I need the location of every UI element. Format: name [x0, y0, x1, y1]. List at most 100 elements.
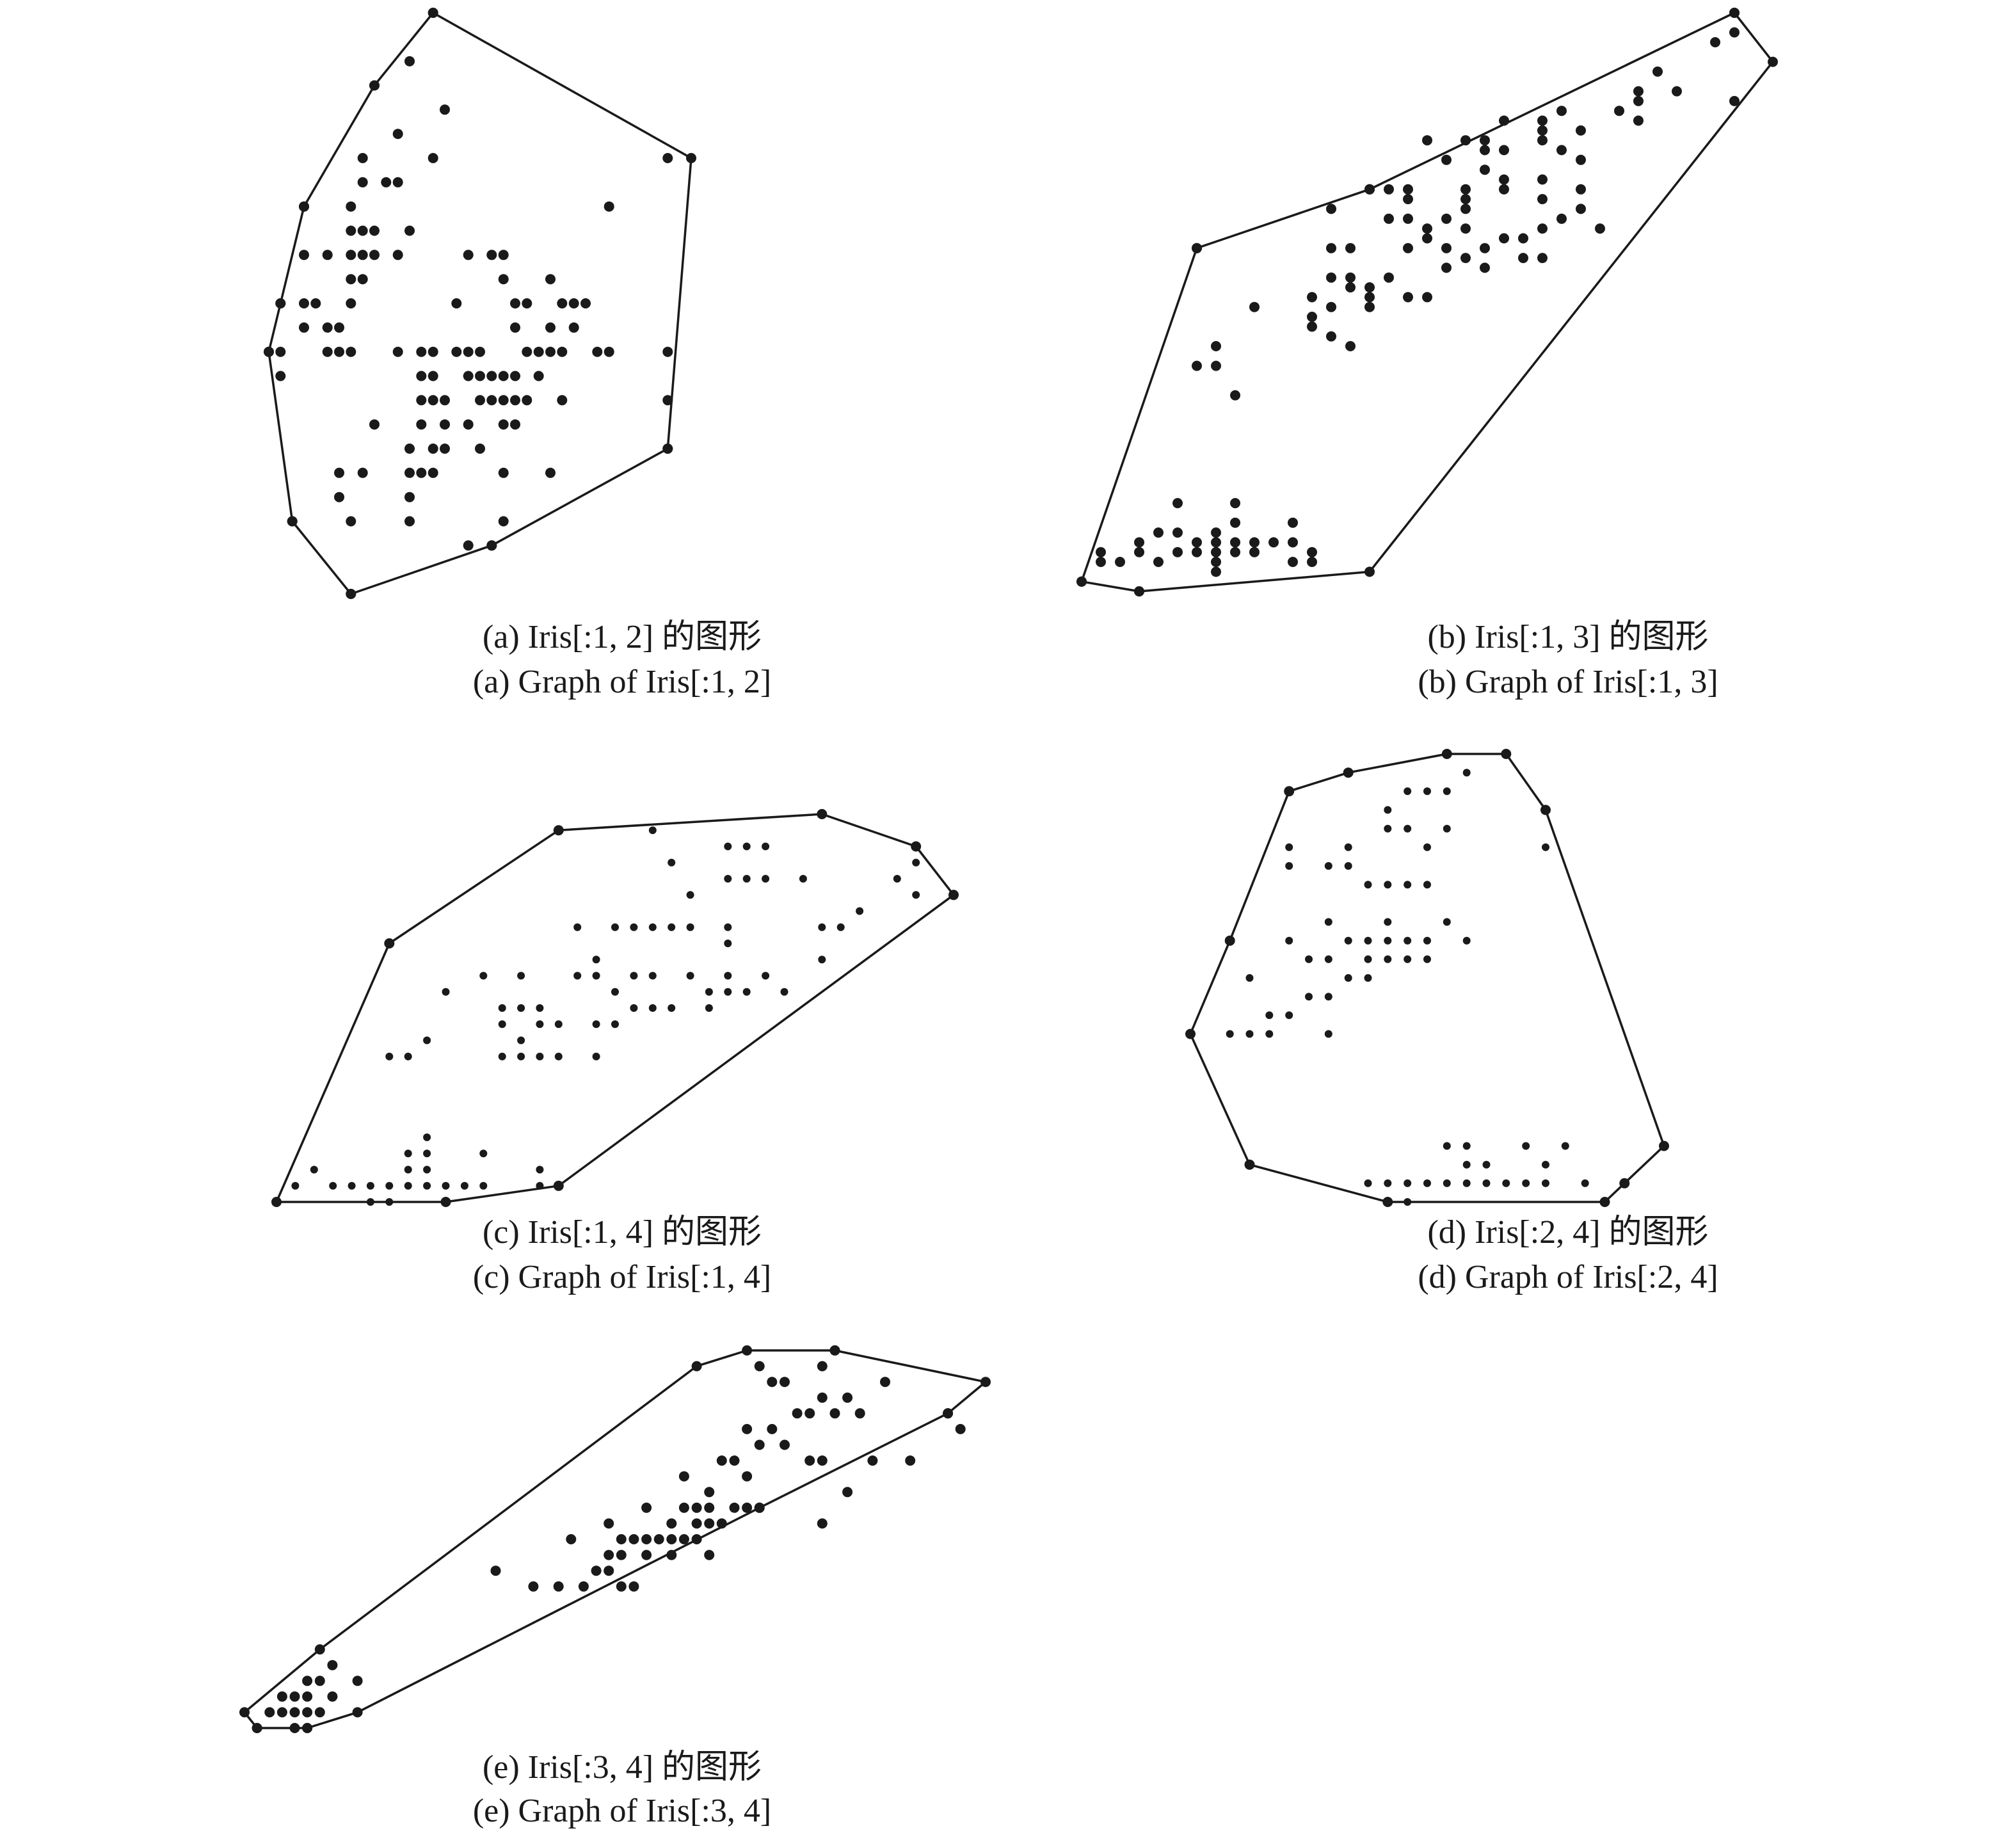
data-point — [392, 346, 403, 357]
data-point — [1211, 557, 1221, 567]
data-point — [912, 842, 920, 851]
data-point — [762, 842, 770, 851]
data-point — [616, 1549, 627, 1560]
data-point — [536, 1020, 544, 1029]
data-point — [1345, 340, 1356, 351]
data-point — [1518, 233, 1528, 244]
data-point — [517, 1052, 525, 1061]
data-point — [912, 891, 920, 899]
data-point — [302, 1723, 313, 1733]
data-point — [1480, 262, 1490, 273]
data-point — [357, 177, 368, 188]
data-point — [630, 923, 638, 931]
data-point — [1576, 154, 1586, 165]
data-point — [1249, 301, 1260, 312]
data-point — [475, 371, 485, 381]
data-point — [1245, 974, 1254, 982]
data-point — [428, 8, 438, 18]
data-point — [510, 322, 520, 333]
data-point — [1462, 1160, 1471, 1169]
data-point — [867, 1455, 878, 1466]
data-point — [1305, 955, 1313, 963]
data-point — [404, 225, 415, 236]
data-point — [314, 1707, 325, 1718]
data-point — [346, 250, 356, 260]
data-point — [780, 1439, 790, 1450]
data-point — [302, 1676, 313, 1686]
data-point — [479, 1149, 488, 1158]
data-point — [463, 540, 474, 551]
data-point — [498, 371, 509, 381]
data-point — [486, 250, 497, 260]
data-point — [854, 1408, 865, 1419]
data-point — [346, 589, 356, 599]
data-point — [369, 250, 380, 260]
data-point — [1285, 1011, 1293, 1020]
data-point — [392, 250, 403, 260]
data-point — [1115, 557, 1125, 567]
data-point — [1620, 1179, 1629, 1187]
data-point — [1344, 974, 1352, 982]
data-point — [628, 1581, 639, 1592]
data-point — [1556, 213, 1567, 224]
data-point — [1441, 213, 1452, 224]
data-point — [440, 419, 450, 430]
data-point — [451, 346, 462, 357]
data-point — [662, 395, 673, 406]
data-point — [1192, 243, 1202, 253]
data-point — [1537, 135, 1548, 146]
data-point — [818, 956, 826, 964]
data-point — [276, 1691, 287, 1702]
data-point — [1384, 1198, 1392, 1206]
data-point — [628, 1534, 639, 1544]
data-point — [545, 467, 556, 478]
hull-vertex — [742, 1345, 753, 1356]
data-point — [1561, 1142, 1569, 1150]
data-point — [1423, 936, 1431, 945]
data-point — [1288, 537, 1298, 548]
data-point — [440, 444, 450, 454]
data-point — [1192, 547, 1202, 557]
caption-e-zh: (e) Iris[:3, 4] 的图形 — [482, 1749, 762, 1786]
data-point — [404, 1052, 412, 1061]
data-point — [604, 1565, 614, 1576]
data-point — [1522, 1142, 1530, 1150]
data-point — [662, 444, 673, 454]
data-point — [1403, 184, 1413, 195]
data-point — [905, 1455, 916, 1466]
data-point — [252, 1723, 262, 1733]
data-point — [460, 1181, 468, 1190]
data-point — [1326, 243, 1336, 253]
caption-e-en: (e) Graph of Iris[:3, 4] — [472, 1793, 772, 1829]
data-point — [1542, 1179, 1549, 1187]
data-point — [366, 1198, 374, 1206]
hull-vertex — [1441, 749, 1452, 759]
data-point — [1404, 881, 1412, 889]
data-point — [1345, 282, 1356, 292]
caption-d-en: (d) Graph of Iris[:2, 4] — [1418, 1259, 1718, 1295]
data-point — [1441, 154, 1452, 165]
data-point — [416, 467, 427, 478]
data-point — [691, 1534, 702, 1544]
data-point — [641, 1549, 652, 1560]
data-point — [666, 1534, 677, 1544]
data-point — [299, 298, 309, 308]
data-point — [1576, 125, 1586, 136]
data-point — [1556, 106, 1567, 116]
data-point — [1096, 557, 1106, 567]
data-point — [729, 1455, 740, 1466]
data-point — [724, 972, 732, 980]
data-point — [1324, 1030, 1332, 1038]
data-point — [1595, 223, 1605, 234]
data-point — [334, 467, 344, 478]
data-point — [580, 298, 591, 308]
data-point — [611, 923, 619, 931]
data-point — [829, 1345, 840, 1356]
data-point — [604, 1518, 614, 1529]
data-point — [553, 1581, 564, 1592]
data-point — [1172, 527, 1183, 538]
data-point — [1230, 498, 1240, 509]
